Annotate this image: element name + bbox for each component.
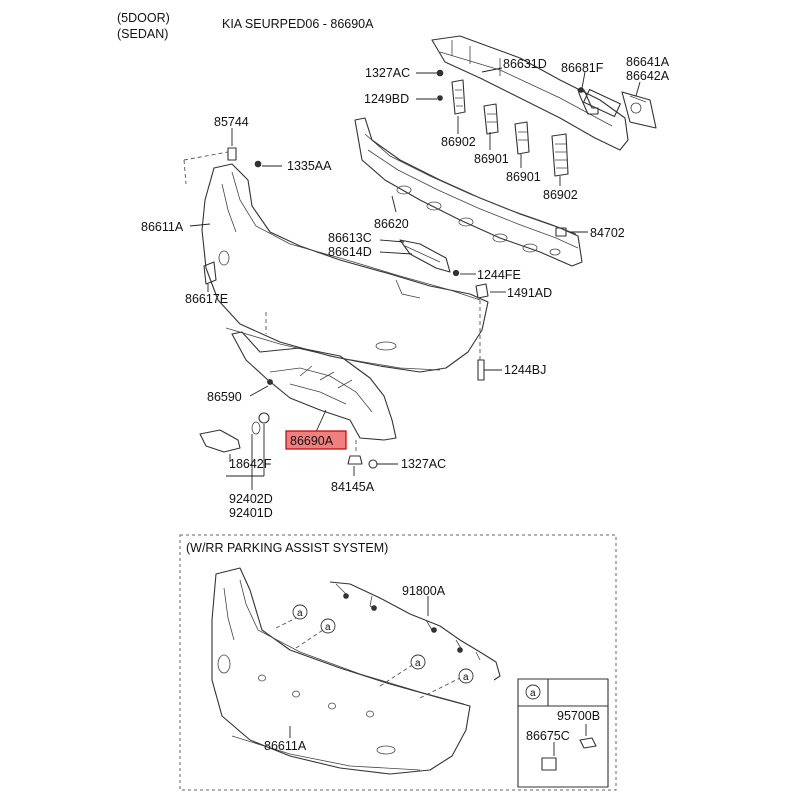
holder-86675C-icon [541, 757, 557, 771]
label-95700B: 95700B [557, 709, 600, 723]
label-86902-right: 86902 [543, 188, 578, 202]
side-bracket-86613C [399, 239, 451, 273]
clip-84702-icon [555, 227, 567, 237]
bracket-86681F [577, 87, 599, 115]
clip-86590-icon [267, 379, 273, 385]
header-door: (5DOOR) [117, 11, 170, 25]
label-86675C: 86675C [526, 729, 570, 743]
highlight-86690A[interactable] [285, 430, 347, 450]
label-85744: 85744 [214, 115, 249, 129]
grommet-84145A-icon [347, 455, 363, 465]
label-84702: 84702 [590, 226, 625, 240]
bulb-icon [258, 412, 270, 424]
label-86641A: 86641A [626, 55, 670, 69]
screw-1244FE-icon [452, 269, 460, 277]
label-92402D: 92402D [229, 492, 273, 506]
label-86642A: 86642A [626, 69, 670, 83]
label-86614D: 86614D [328, 245, 372, 259]
bolt-1249BD-icon [437, 95, 443, 101]
svg-text:a: a [297, 608, 303, 619]
svg-text:a: a [530, 688, 536, 699]
label-86902-left: 86902 [441, 135, 476, 149]
label-1244FE: 1244FE [477, 268, 521, 282]
callout-a-1: a [292, 604, 308, 620]
inset-title: (W/RR PARKING ASSIST SYSTEM) [186, 541, 388, 555]
header-catalog-ref: KIA SEURPED06 - 86690A [222, 17, 374, 31]
label-84145A: 84145A [331, 480, 375, 494]
label-86901-left: 86901 [474, 152, 509, 166]
label-86620: 86620 [374, 217, 409, 231]
label-86590: 86590 [207, 390, 242, 404]
label-1249BD: 1249BD [364, 92, 409, 106]
label-18642F: 18642F [229, 457, 272, 471]
beam-stay-brackets [451, 79, 569, 177]
clip-1491AD-icon [475, 283, 489, 299]
bolt-1327AC-bottom-icon [368, 459, 378, 469]
label-91800A: 91800A [402, 584, 446, 598]
reflector-18642F-icon [199, 429, 241, 453]
label-86613C: 86613C [328, 231, 372, 245]
screw-1335AA-icon [254, 160, 262, 168]
label-86611A-top: 86611A [141, 220, 184, 234]
lamp-socket-icon [251, 421, 261, 435]
bolt-1244BJ-icon [477, 359, 485, 381]
callout-a-2: a [320, 618, 336, 634]
detail-box-a: a [517, 678, 609, 788]
label-86901-right: 86901 [506, 170, 541, 184]
bracket-86641A [621, 91, 657, 129]
label-86611A-bottom: 86611A [264, 739, 307, 753]
label-1335AA: 1335AA [287, 159, 332, 173]
label-1491AD: 1491AD [507, 286, 552, 300]
energy-absorber [354, 117, 583, 267]
label-1244BJ: 1244BJ [504, 363, 546, 377]
bumper-cover [201, 163, 489, 373]
callout-a-3: a [410, 654, 426, 670]
svg-text:a: a [463, 672, 469, 683]
callout-a-4: a [458, 668, 474, 684]
sensor-95700B-icon [579, 737, 597, 749]
bolt-1327AC-top-icon [436, 69, 444, 77]
label-92401D: 92401D [229, 506, 273, 520]
bumper-beam [431, 35, 629, 151]
label-1327AC-bottom: 1327AC [401, 457, 446, 471]
label-86631D: 86631D [503, 57, 547, 71]
svg-text:a: a [415, 658, 421, 669]
label-1327AC-top: 1327AC [365, 66, 410, 80]
under-cover-86690A [231, 331, 397, 441]
parking-sensor-harness [329, 581, 501, 681]
label-86690A[interactable]: 86690A [290, 434, 334, 448]
reflector-86617E-icon [203, 261, 217, 285]
label-86617E: 86617E [185, 292, 228, 306]
header-body: (SEDAN) [117, 27, 168, 41]
clip-85744-icon [227, 147, 237, 161]
inset-bumper-cover [211, 567, 471, 775]
inset-frame [179, 534, 617, 791]
svg-text:a: a [325, 622, 331, 633]
label-86681F: 86681F [561, 61, 604, 75]
